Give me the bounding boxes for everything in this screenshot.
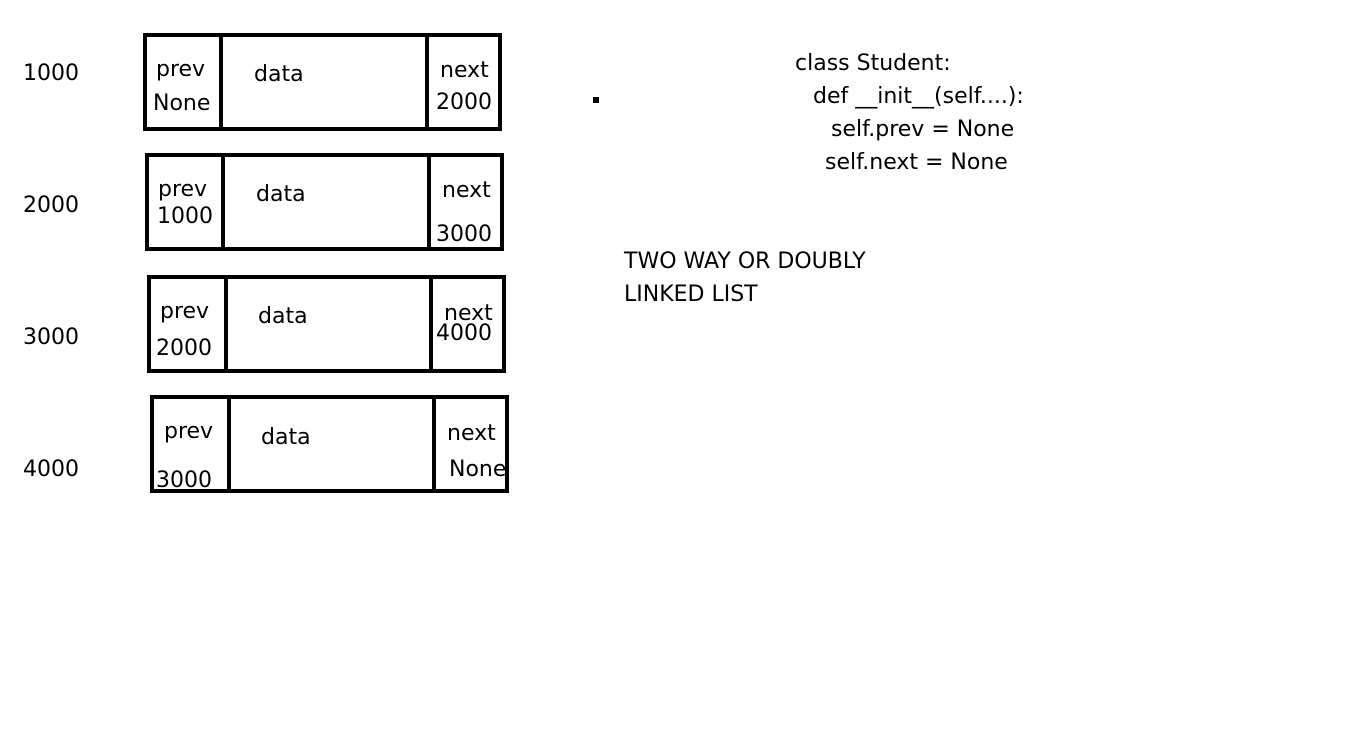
caption-line-2: LINKED LIST bbox=[624, 282, 758, 307]
prev-value: None bbox=[153, 91, 211, 116]
next-divider bbox=[432, 397, 436, 491]
node-address-4000: 4000 bbox=[23, 457, 79, 482]
code-line-prev: self.prev = None bbox=[831, 117, 1015, 142]
prev-divider bbox=[224, 277, 228, 371]
next-label: next bbox=[442, 178, 491, 203]
next-divider bbox=[427, 155, 431, 249]
next-label: next bbox=[444, 301, 493, 326]
node-box-2000: prev 1000 data next 3000 bbox=[145, 153, 504, 251]
next-divider bbox=[425, 35, 429, 129]
data-label: data bbox=[256, 182, 306, 207]
prev-divider bbox=[221, 155, 225, 249]
prev-value: 3000 bbox=[156, 468, 212, 493]
caption-line-1: TWO WAY OR DOUBLY bbox=[624, 249, 866, 274]
next-value: None bbox=[449, 457, 507, 482]
node-address-3000: 3000 bbox=[23, 325, 79, 350]
data-label: data bbox=[261, 425, 311, 450]
code-line-class: class Student: bbox=[795, 51, 951, 76]
code-line-next: self.next = None bbox=[825, 150, 1008, 175]
data-label: data bbox=[254, 62, 304, 87]
prev-value: 2000 bbox=[156, 336, 212, 361]
code-line-init: def __init__(self....): bbox=[813, 84, 1024, 109]
data-label: data bbox=[258, 304, 308, 329]
prev-divider bbox=[219, 35, 223, 129]
prev-label: prev bbox=[156, 57, 206, 82]
prev-label: prev bbox=[160, 299, 210, 324]
next-divider bbox=[429, 277, 433, 371]
prev-value: 1000 bbox=[157, 204, 213, 229]
next-label: next bbox=[447, 421, 496, 446]
next-value: 4000 bbox=[436, 321, 492, 346]
node-address-2000: 2000 bbox=[23, 193, 79, 218]
next-value: 3000 bbox=[436, 222, 492, 247]
prev-label: prev bbox=[164, 419, 214, 444]
node-address-1000: 1000 bbox=[23, 61, 79, 86]
node-box-1000: prev None data next 2000 bbox=[143, 33, 502, 131]
node-box-3000: prev 2000 data next 4000 bbox=[147, 275, 506, 373]
next-label: next bbox=[440, 58, 489, 83]
dot-marker bbox=[593, 97, 599, 103]
node-box-4000: prev 3000 data next None bbox=[150, 395, 509, 493]
prev-divider bbox=[227, 397, 231, 491]
prev-label: prev bbox=[158, 177, 208, 202]
next-value: 2000 bbox=[436, 90, 492, 115]
